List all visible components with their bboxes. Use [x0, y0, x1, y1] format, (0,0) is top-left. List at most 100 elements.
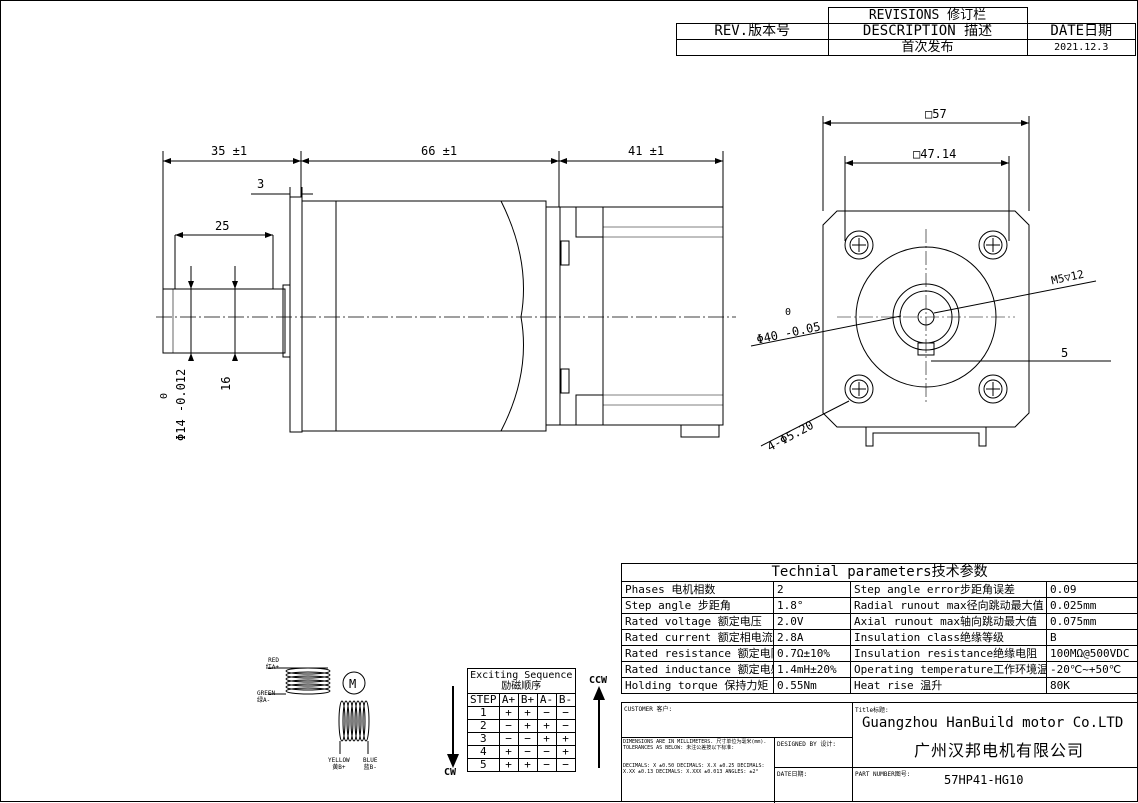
dim-35: 35 ±1 — [211, 144, 248, 158]
motor-symbol: M — [349, 677, 357, 691]
seq-row: 5++−− — [467, 758, 576, 772]
wire-green: GREEN — [257, 690, 276, 697]
date-value: 2021.12.3 — [1026, 39, 1136, 56]
arrow-down-icon — [447, 754, 459, 768]
tech-label: Operating temperature工作环境温度 — [850, 661, 1047, 678]
tech-value: 0.55Nm — [773, 677, 851, 694]
wiring-diagram — [268, 667, 370, 754]
dim-3: 3 — [257, 177, 265, 191]
dim-41: 41 ±1 — [628, 144, 665, 158]
date-label: DATE日期 — [1026, 23, 1136, 40]
designed-by-label: DESIGNED BY 设计: — [777, 741, 836, 748]
tech-label: Rated voltage 额定电压 — [621, 613, 774, 630]
part-number-label: PART NUMBER图号: — [855, 771, 911, 778]
dim-phi14: Φ14 -0.012 — [174, 368, 188, 441]
direction-arrows — [447, 686, 605, 768]
dimensions-note: DIMENSIONS ARE IN MILLIMETERS. 尺寸单位为毫米(m… — [623, 739, 767, 751]
wire-red: RED — [268, 657, 279, 664]
seq-row: 2−++− — [467, 719, 576, 733]
dim-16: 16 — [219, 376, 233, 391]
desc-label: DESCRIPTION 描述 — [827, 23, 1028, 40]
tech-value: 0.025mm — [1045, 597, 1138, 614]
title-block: CUSTOMER 客户: DIMENSIONS ARE IN MILLIMETE… — [621, 702, 1138, 803]
seq-header: A- — [536, 693, 557, 707]
tech-value: B — [1045, 629, 1138, 646]
desc-value: 首次发布 — [827, 39, 1028, 56]
tech-title: Technial parameters技术参数 — [620, 563, 1138, 582]
tech-value: 2.0V — [773, 613, 851, 630]
seq-cell: 5 — [467, 758, 500, 772]
seq-header: B- — [555, 693, 576, 707]
tech-label: Radial runout max径向跳动最大值 — [850, 597, 1047, 614]
tech-label: Rated inductance 额定电感 — [621, 661, 774, 678]
part-number: 57HP41-HG10 — [944, 773, 1024, 787]
dim-phi14-tol: 0 — [159, 392, 170, 399]
tech-value: 0.075mm — [1045, 613, 1138, 630]
tech-value: 80K — [1045, 677, 1138, 694]
tech-value: 100MΩ@500VDC — [1045, 645, 1138, 662]
tech-label: Holding torque 保持力矩 — [621, 677, 774, 694]
tech-value: 1.8° — [773, 597, 851, 614]
dim-47: □47.14 — [913, 147, 957, 161]
tech-value: 2.8A — [773, 629, 851, 646]
revisions-title: REVISIONS 修订栏 — [827, 7, 1028, 24]
seq-header: A+ — [498, 693, 519, 707]
tech-value: 0.7Ω±10% — [773, 645, 851, 662]
tech-label: Step angle 步距角 — [621, 597, 774, 614]
tech-value: 0.09 — [1045, 581, 1138, 598]
dim-25: 25 — [215, 219, 230, 233]
wire-yellow: YELLOW — [328, 757, 350, 764]
tech-label: Rated current 额定相电流 — [621, 629, 774, 646]
tech-value: 2 — [773, 581, 851, 598]
tech-label: Insulation resistance绝缘电阻 — [850, 645, 1047, 662]
date-label-tb: DATE日期: — [777, 771, 808, 778]
tech-value: -20℃~+50℃ — [1045, 661, 1138, 678]
title-label: Title标题: — [855, 707, 889, 714]
customer-label: CUSTOMER 客户: — [624, 706, 673, 713]
company-name-cn: 广州汉邦电机有限公司 — [914, 741, 1085, 760]
tech-label: Heat rise 温升 — [850, 677, 1047, 694]
seq-cell: − — [555, 758, 576, 772]
dim-66: 66 ±1 — [421, 144, 458, 158]
tech-label: Insulation class绝缘等级 — [850, 629, 1047, 646]
side-view-drawing — [156, 151, 736, 438]
seq-row: 3−−++ — [467, 732, 576, 746]
tech-label: Step angle error步距角误差 — [850, 581, 1047, 598]
dim-phi40-tol: 0 — [785, 307, 792, 318]
decimals-note: DECIMALS: X ±0.50 DECIMALS: X.X ±0.25 DE… — [623, 763, 765, 775]
wire-green-cn: 绿A- — [257, 697, 271, 704]
wire-yellow-cn: 黄B+ — [332, 764, 346, 771]
seq-row: 1++−− — [467, 706, 576, 720]
tech-label: Axial runout max轴向跳动最大值 — [850, 613, 1047, 630]
company-name-en: Guangzhou HanBuild motor Co.LTD — [862, 715, 1124, 731]
wire-blue: BLUE — [363, 757, 378, 764]
cw-label: CW — [444, 767, 457, 778]
wire-red-cn: 红A+ — [265, 664, 279, 671]
sequence-title-en: Exciting Sequence — [470, 670, 573, 681]
sequence-title-cn: 励磁顺序 — [501, 681, 542, 692]
dim-5: 5 — [1061, 346, 1069, 360]
dim-57: □57 — [925, 107, 947, 121]
tech-label: Phases 电机相数 — [621, 581, 774, 598]
ccw-label: CCW — [589, 675, 608, 686]
front-view-drawing — [750, 116, 1111, 447]
wire-blue-cn: 蓝B- — [363, 764, 377, 771]
tech-value: 1.4mH±20% — [773, 661, 851, 678]
arrow-up-icon — [593, 686, 605, 700]
